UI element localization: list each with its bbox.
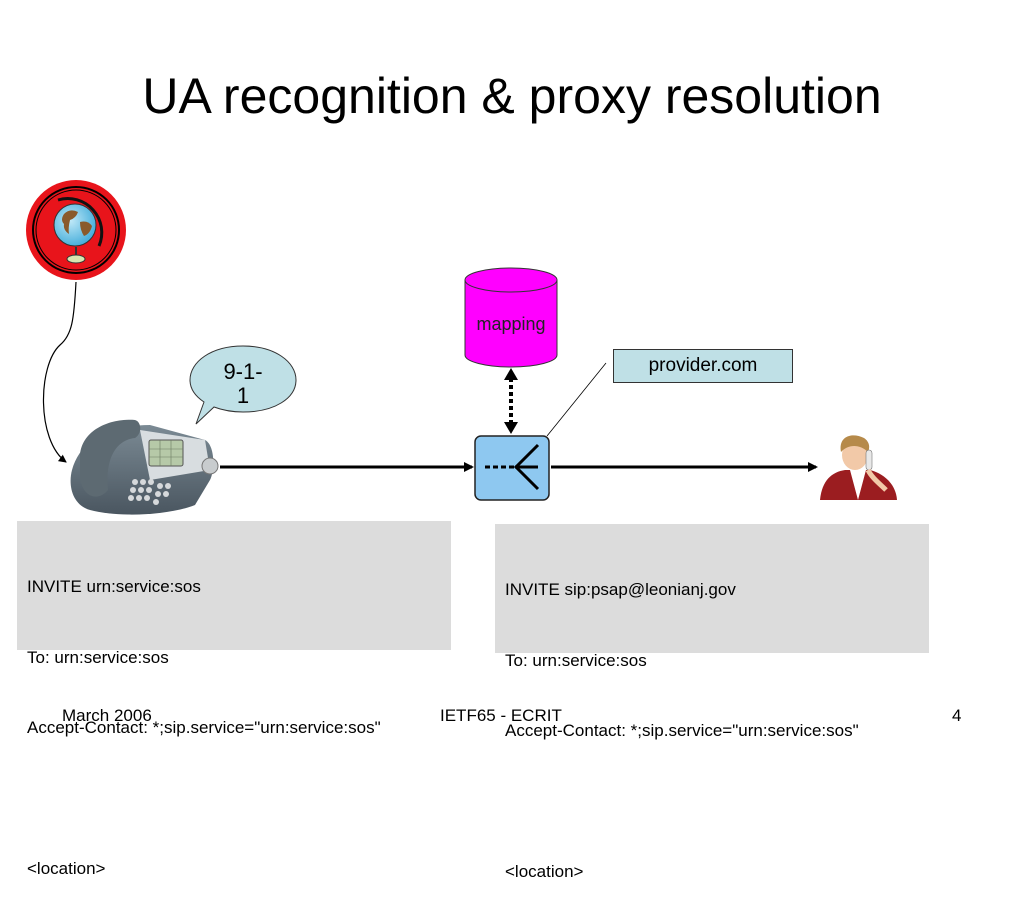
operator-person-icon bbox=[820, 435, 897, 500]
mapping-database-icon bbox=[464, 267, 558, 368]
message-line: Accept-Contact: *;sip.service="urn:servi… bbox=[505, 721, 859, 740]
footer-page-number: 4 bbox=[952, 706, 962, 725]
message-line bbox=[505, 790, 919, 814]
message-line: <location> bbox=[505, 862, 584, 881]
message-line: To: urn:service:sos bbox=[27, 647, 169, 667]
dial-bubble bbox=[189, 345, 297, 425]
forwarded-invite-message: INVITE sip:psap@leonianj.gov To: urn:ser… bbox=[495, 524, 929, 881]
message-line: Accept-Contact: *;sip.service="urn:servi… bbox=[27, 718, 381, 737]
message-line: <location> bbox=[27, 859, 106, 878]
message-line: INVITE sip:psap@leonianj.gov bbox=[505, 580, 736, 599]
slide-title: UA recognition & proxy resolution bbox=[142, 68, 882, 124]
diagram-canvas bbox=[26, 180, 897, 515]
provider-label: provider.com bbox=[613, 349, 793, 383]
mapping-label: mapping bbox=[476, 314, 546, 334]
desk-phone-icon bbox=[70, 419, 219, 515]
message-line bbox=[27, 787, 441, 811]
footer-date: March 2006 bbox=[62, 706, 152, 725]
provider-leader-line bbox=[546, 362, 607, 437]
mapping-query-link bbox=[504, 368, 518, 434]
dial-bubble-line-1: 9-1- bbox=[223, 359, 263, 384]
message-line: INVITE urn:service:sos bbox=[27, 577, 201, 596]
sip-proxy-icon bbox=[474, 435, 550, 501]
globe-icon bbox=[26, 180, 126, 280]
dial-bubble-text: 9-1- 1 bbox=[200, 360, 286, 408]
location-connector bbox=[42, 281, 77, 463]
dial-bubble-line-2: 1 bbox=[236, 383, 250, 408]
footer-event: IETF65 - ECRIT bbox=[440, 706, 562, 725]
message-line: To: urn:service:sos bbox=[505, 650, 647, 670]
outgoing-invite-message: INVITE urn:service:sos To: urn:service:s… bbox=[17, 521, 451, 878]
